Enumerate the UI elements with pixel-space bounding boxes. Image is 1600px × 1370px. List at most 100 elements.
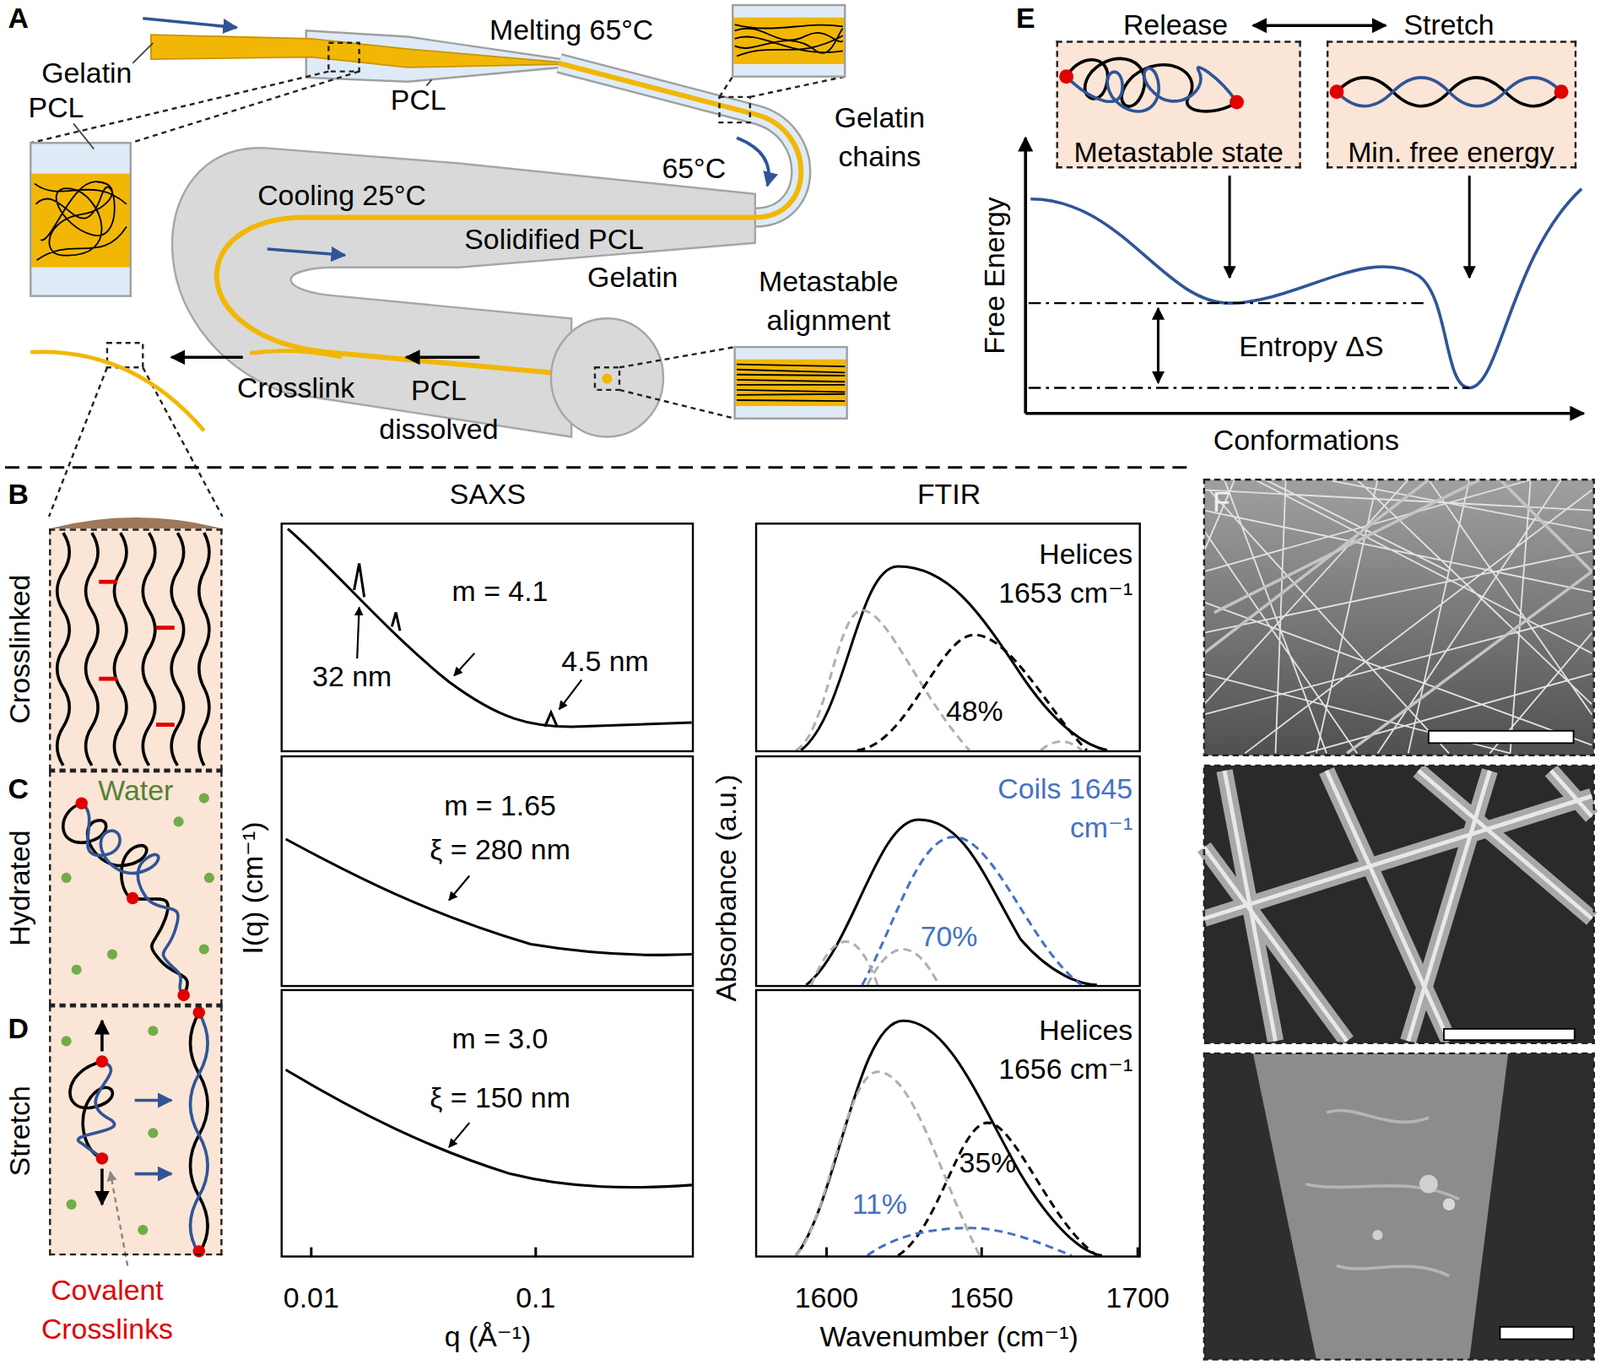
panel-bcd-art xyxy=(86,532,99,766)
panel-bcd-art xyxy=(190,1012,209,1254)
panel-a-art xyxy=(551,318,664,437)
panel-letter: C xyxy=(8,769,29,809)
ftir-curves xyxy=(810,940,878,984)
panel-a-art xyxy=(30,142,131,296)
panel-a-art xyxy=(249,351,342,358)
panel-bcd-art xyxy=(96,1151,109,1165)
panel-a-art xyxy=(735,346,848,360)
saxs-curves xyxy=(448,875,470,900)
sem-images xyxy=(1204,479,1595,755)
panel-bcd-art xyxy=(193,1005,206,1019)
part-label: PCL xyxy=(28,88,85,128)
node-text: Crosslinked xyxy=(0,574,40,725)
panel-a-art xyxy=(30,351,205,431)
panel-a-art xyxy=(171,355,244,359)
tick-label: 1650 xyxy=(950,1278,1014,1318)
panel-a-art xyxy=(405,355,480,359)
sem-images xyxy=(1443,1198,1456,1211)
node-text: 70% xyxy=(920,917,979,957)
sem-images xyxy=(1204,479,1595,1359)
axis-label: Absorbance (a.u.) xyxy=(707,773,746,1001)
axis-label: q (Å⁻¹) xyxy=(444,1317,532,1357)
saxs-curves xyxy=(286,528,692,1257)
panel-a-art xyxy=(130,71,360,144)
saxs-curves xyxy=(448,1122,470,1147)
panel-bcd-art xyxy=(98,676,118,682)
saxs-curves xyxy=(454,653,475,676)
panel-letter: D xyxy=(8,1009,29,1049)
panel-a-art xyxy=(601,373,612,384)
node-text: Water xyxy=(97,771,173,811)
saxs-curves xyxy=(286,1069,692,1187)
ftir-curves xyxy=(795,610,970,751)
panel-a-art xyxy=(73,123,94,149)
panel-a-art xyxy=(732,17,845,65)
sem-images xyxy=(1253,1053,1509,1360)
node-text: m = 3.0 xyxy=(452,1019,549,1059)
part-label: Gelatin xyxy=(587,258,678,298)
sem-images xyxy=(1204,1053,1595,1360)
sem-images xyxy=(1204,479,1592,753)
node-text: 11% xyxy=(852,1184,908,1224)
node-text: ξ = 280 nm xyxy=(429,830,571,870)
panel-e-art xyxy=(1336,77,1562,107)
panel-bcd-art xyxy=(48,528,223,771)
node-text: Hydrated xyxy=(0,829,40,946)
panel-a-art xyxy=(718,97,750,123)
axis-label: Free Energy xyxy=(975,196,1015,354)
panel-a-art xyxy=(142,367,222,517)
panel-letter: F xyxy=(1212,482,1231,522)
panel-e-art xyxy=(1156,308,1160,383)
state-label: Release xyxy=(1123,5,1228,45)
panel-bcd-art xyxy=(156,722,175,727)
sem-images xyxy=(1204,1053,1595,1360)
panel-a-art xyxy=(718,76,733,98)
panel-bcd-art xyxy=(190,1012,209,1254)
panel-bcd-art xyxy=(48,770,223,1006)
node-text: Coils 1645 cm⁻¹ xyxy=(994,769,1133,847)
panel-a-art xyxy=(735,405,848,419)
panel-e-art xyxy=(1028,302,1429,304)
sem-images xyxy=(1204,765,1595,1044)
panel-e-art xyxy=(1059,69,1074,84)
plot-frame: m = 4.132 nm4.5 nm xyxy=(281,522,695,752)
panel-e-art xyxy=(1025,411,1584,416)
node-text: m = 4.1 xyxy=(452,572,549,611)
plot-frame: Helices 1656 cm⁻¹11%35% xyxy=(755,989,1141,1258)
panel-a-art xyxy=(732,5,845,77)
panel-a-art xyxy=(30,173,131,268)
panel-bcd-art xyxy=(57,532,210,766)
plot-frame: Helices 1653 cm⁻¹48% xyxy=(755,522,1141,752)
ftir-curves xyxy=(1040,740,1082,750)
sem-images xyxy=(1204,770,1592,1041)
part-label: PCL xyxy=(390,81,447,120)
state-label: Stretch xyxy=(1403,5,1494,45)
panel-e-art xyxy=(1030,189,1582,389)
tick-label: 1700 xyxy=(1106,1278,1170,1318)
axis-label: I(q) (cm⁻¹) xyxy=(233,821,273,954)
panel-a-art xyxy=(594,367,620,390)
panel-e-art xyxy=(1066,58,1238,111)
panel-bcd-art xyxy=(110,1171,129,1265)
node-text: Metastable state xyxy=(1073,134,1283,173)
panel-bcd-art xyxy=(98,579,118,584)
panel-e-art xyxy=(1329,84,1345,99)
panel-bcd-art xyxy=(75,796,190,1001)
node-text: m = 1.65 xyxy=(443,786,557,826)
node-text: Helices 1653 cm⁻¹ xyxy=(994,535,1133,612)
saxs-curves xyxy=(356,606,359,658)
sem-images xyxy=(1204,479,1595,1359)
panel-bcd-art xyxy=(96,1005,206,1257)
plot-frame: m = 1.65ξ = 280 nm xyxy=(281,755,695,987)
panel-bcd-art xyxy=(100,1168,104,1205)
panel-bcd-art xyxy=(199,944,210,955)
panel-a-art xyxy=(732,64,845,77)
panel-bcd-art xyxy=(107,949,118,960)
panel-e-art xyxy=(1468,175,1471,278)
panel-bcd-art xyxy=(147,1127,158,1138)
panel-bcd-art xyxy=(126,891,140,905)
panel-a-art xyxy=(34,181,127,260)
panel-bcd-art xyxy=(204,872,215,883)
panel-bcd-art xyxy=(61,872,72,883)
